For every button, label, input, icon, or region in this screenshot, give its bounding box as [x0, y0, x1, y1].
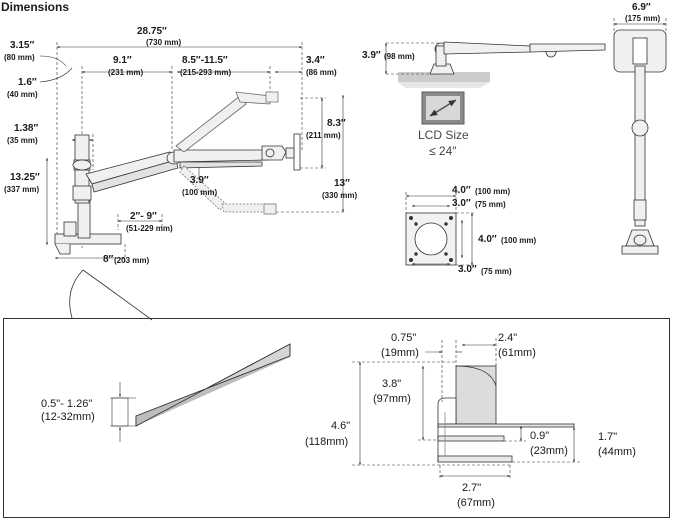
vesa-inner-width-metric: (75 mm)	[475, 200, 506, 209]
clamp-offset-label: 2″- 9″	[130, 211, 157, 222]
head-depth-label: 3.4″	[306, 55, 325, 66]
wedge-thickness-metric: (12-32mm)	[41, 411, 95, 423]
vesa-pattern	[405, 192, 476, 266]
callout-leaders	[69, 269, 153, 321]
monitor-arm-front-view	[613, 18, 667, 255]
lcd-size-label: LCD Size	[418, 128, 469, 142]
arm-reach-metric: (231 mm)	[108, 68, 144, 77]
tilt-offset-label: 3.15″	[10, 40, 35, 51]
top-view-height-metric: (98 mm)	[384, 52, 415, 61]
head-depth-metric: (86 mm)	[306, 68, 337, 77]
vesa-inner-width-label: 3.0″	[452, 198, 471, 209]
clamp-lip-metric: (19mm)	[381, 347, 419, 359]
side-view-arm-segments	[85, 91, 271, 213]
monitor-arm-top-view	[384, 41, 606, 88]
clamp-inner-label: 3.8"	[382, 378, 402, 390]
lcd-size-value: ≤ 24″	[429, 144, 457, 158]
overall-width-metric: (730 mm)	[146, 38, 182, 47]
clamp-gap-metric: (23mm)	[530, 445, 568, 457]
clamp-profile-detail	[352, 338, 580, 480]
pole-height-label: 13.25″	[10, 172, 40, 183]
overall-width-label: 28.75″	[137, 26, 167, 37]
base-depth-label: 8″	[103, 254, 114, 265]
vertical-range-metric: (330 mm)	[322, 191, 358, 200]
vesa-outer-height-metric: (100 mm)	[501, 236, 537, 245]
front-view-width-metric: (175 mm)	[625, 14, 661, 23]
pole-width-label: 1.38″	[14, 123, 39, 134]
wedge-thickness-label: 0.5"- 1.26"	[41, 398, 93, 410]
monitor-arm-side-view	[39, 42, 346, 262]
lift-range-metric: (211 mm)	[306, 131, 341, 140]
desk-wedge-detail	[110, 343, 291, 442]
head-drop-metric: (100 mm)	[182, 188, 218, 197]
side-view-pole-and-clamp	[54, 134, 122, 255]
clamp-top-metric: (61mm)	[498, 347, 536, 359]
clamp-top-label: 2.4"	[498, 332, 518, 344]
arm-reach-label: 9.1″	[113, 55, 132, 66]
base-offset-label: 1.6″	[18, 77, 37, 88]
lift-range-label: 8.3″	[327, 118, 346, 129]
clamp-gap-label: 0.9"	[530, 430, 550, 442]
clamp-height-metric: (118mm)	[305, 436, 349, 448]
front-view-width-label: 6.9″	[632, 2, 651, 13]
clamp-right-metric: (44mm)	[598, 446, 636, 458]
clamp-inner-metric: (97mm)	[373, 393, 411, 405]
side-view-monitor-head	[261, 91, 301, 215]
base-depth-metric: (203 mm)	[114, 256, 150, 265]
lcd-size-icon	[421, 91, 465, 125]
pole-height-metric: (337 mm)	[4, 185, 40, 194]
pole-width-metric: (35 mm)	[7, 136, 38, 145]
clamp-detail-panel	[3, 318, 670, 518]
vesa-inner-height-label: 3.0″	[458, 264, 477, 275]
top-view-height-label: 3.9″	[362, 50, 381, 61]
clamp-offset-metric: (51-229 mm)	[126, 224, 173, 233]
head-drop-label: 3.9″	[190, 175, 209, 186]
page-title: Dimensions	[1, 0, 70, 14]
vesa-inner-height-metric: (75 mm)	[481, 267, 512, 276]
base-offset-metric: (40 mm)	[7, 90, 38, 99]
clamp-right-label: 1.7"	[598, 431, 618, 443]
tilt-offset-metric: (80 mm)	[4, 53, 35, 62]
clamp-depth-label: 2.7"	[462, 482, 482, 494]
clamp-depth-metric: (67mm)	[457, 497, 495, 509]
vesa-outer-width-label: 4.0″	[452, 185, 471, 196]
vesa-outer-height-label: 4.0″	[478, 234, 497, 245]
arm-extension-label: 8.5″-11.5″	[182, 55, 228, 66]
vesa-outer-width-metric: (100 mm)	[475, 187, 511, 196]
arm-extension-metric: (215-293 mm)	[180, 68, 232, 77]
clamp-height-label: 4.6"	[331, 420, 351, 432]
vertical-range-label: 13″	[334, 178, 350, 189]
clamp-lip-label: 0.75"	[391, 332, 417, 344]
